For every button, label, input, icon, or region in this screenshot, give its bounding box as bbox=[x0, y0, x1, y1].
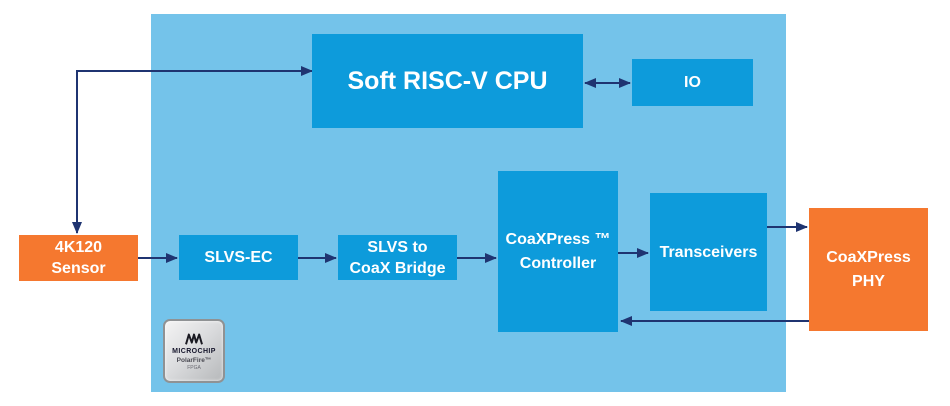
fpga-family-text: FPGA bbox=[187, 365, 201, 371]
block-coaxpress-phy: CoaXPress PHY bbox=[809, 208, 928, 331]
block-transceivers: Transceivers bbox=[650, 193, 767, 311]
block-label-line1: CoaXPress bbox=[826, 248, 911, 266]
microchip-polarfire-badge: MICROCHIP PolarFire™ FPGA bbox=[163, 319, 225, 383]
polarfire-product-text: PolarFire™ bbox=[176, 357, 212, 364]
block-slvs-ec: SLVS-EC bbox=[179, 235, 298, 280]
block-label: IO bbox=[684, 74, 701, 91]
block-label-line2: PHY bbox=[852, 272, 885, 290]
block-label: SLVS-EC bbox=[204, 249, 273, 266]
block-label-line1: 4K120 bbox=[54, 239, 103, 256]
microchip-brand-text: MICROCHIP bbox=[172, 348, 216, 355]
block-soft-riscv-cpu: Soft RISC-V CPU bbox=[312, 34, 583, 128]
microchip-logo-icon bbox=[185, 333, 203, 345]
block-label-line2: Controller bbox=[519, 254, 597, 272]
block-label: Transceivers bbox=[659, 243, 758, 261]
block-label-line1: SLVS to bbox=[367, 238, 428, 256]
block-io: IO bbox=[632, 59, 753, 106]
block-label-line1: CoaXPress ™ bbox=[505, 230, 611, 248]
block-label: Soft RISC-V CPU bbox=[347, 66, 548, 95]
block-coaxpress-controller: CoaXPress ™ Controller bbox=[498, 171, 618, 332]
block-label-line2: Sensor bbox=[51, 260, 106, 277]
block-4k120-sensor: 4K120 Sensor bbox=[19, 235, 138, 281]
block-label-line2: CoaX Bridge bbox=[349, 259, 446, 277]
block-slvs-to-coax-bridge: SLVS to CoaX Bridge bbox=[338, 235, 457, 280]
